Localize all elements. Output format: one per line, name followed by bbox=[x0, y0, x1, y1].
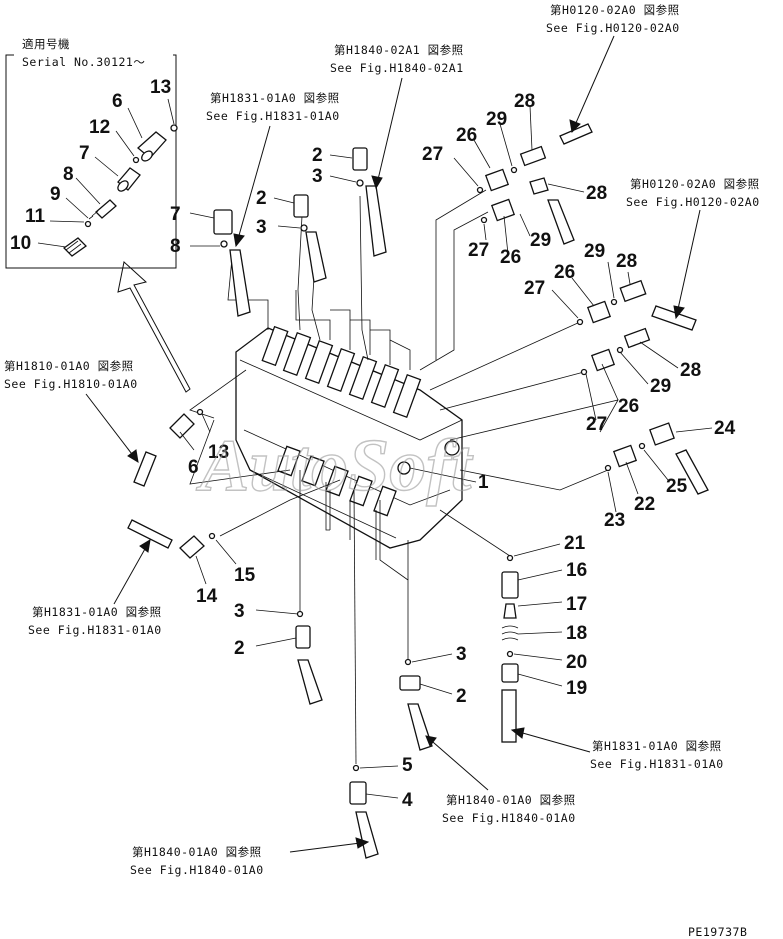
inset-oring-11 bbox=[84, 220, 92, 228]
reference-arrows bbox=[85, 35, 701, 853]
callout-26-b: 26 bbox=[500, 247, 521, 268]
callout-23: 23 bbox=[604, 510, 625, 531]
callout-18: 18 bbox=[566, 623, 587, 644]
callout-inset-7: 7 bbox=[79, 143, 90, 164]
callout-26-a: 26 bbox=[456, 125, 477, 146]
callout-25: 25 bbox=[666, 476, 688, 497]
watermark: AutoSoft bbox=[196, 425, 474, 507]
ref-h1831-01a0-top-jp: 第H1831-01A0 図参照 bbox=[210, 91, 340, 105]
callout-28-c: 28 bbox=[616, 251, 637, 272]
callout-29-a: 29 bbox=[486, 109, 507, 130]
inset-pointer-arrow bbox=[117, 261, 191, 393]
reference-labels: 第H1840-02A1 図参照 See Fig.H1840-02A1 第H183… bbox=[4, 3, 760, 877]
inset-part-7-fitting bbox=[117, 167, 141, 192]
callout-20: 20 bbox=[566, 652, 587, 673]
callout-inset-6: 6 bbox=[112, 91, 123, 112]
ref-h1840-01a0-mid-jp: 第H1840-01A0 図参照 bbox=[446, 793, 576, 807]
ref-h1831-01a0-top-en: See Fig.H1831-01A0 bbox=[206, 109, 340, 123]
callout-19: 19 bbox=[566, 678, 587, 699]
inset-title: 適用号機 bbox=[22, 37, 70, 51]
top-fitting-group-b bbox=[293, 194, 327, 283]
callout-inset-13: 13 bbox=[150, 77, 171, 98]
callout-3-b: 3 bbox=[256, 217, 267, 238]
callout-17: 17 bbox=[566, 594, 587, 615]
ref-h0120-02a0-top-jp: 第H0120-02A0 図参照 bbox=[550, 3, 680, 17]
callout-inset-11: 11 bbox=[25, 206, 46, 227]
callout-3-top: 3 bbox=[312, 166, 323, 187]
top-fitting-group-a bbox=[352, 147, 387, 257]
ref-h1810-01a0-en: See Fig.H1810-01A0 bbox=[4, 377, 138, 391]
callout-29-b: 29 bbox=[530, 230, 551, 251]
callout-27-d: 27 bbox=[586, 414, 607, 435]
callout-3-left: 3 bbox=[234, 601, 245, 622]
callout-6-main: 6 bbox=[188, 457, 199, 478]
callout-14: 14 bbox=[196, 586, 218, 607]
right-fittings bbox=[476, 123, 709, 495]
callout-2-top: 2 bbox=[312, 145, 323, 166]
callout-22: 22 bbox=[634, 494, 655, 515]
callout-27-b: 27 bbox=[468, 240, 489, 261]
callout-4: 4 bbox=[402, 790, 413, 811]
callout-28-b: 28 bbox=[586, 183, 607, 204]
inset-part-6-fitting bbox=[137, 131, 167, 162]
callout-numbers: 2 3 7 8 2 3 27 26 29 28 28 29 27 26 29 2… bbox=[170, 91, 736, 811]
callout-28-a: 28 bbox=[514, 91, 535, 112]
ref-h0120-02a0-right-en: See Fig.H0120-02A0 bbox=[626, 195, 760, 209]
callout-13-main: 13 bbox=[208, 442, 229, 463]
callout-5: 5 bbox=[402, 755, 413, 776]
inset-part-8-valve bbox=[88, 199, 117, 220]
main-control-valve bbox=[235, 325, 463, 549]
left-fittings bbox=[127, 408, 216, 559]
valve-side-port bbox=[444, 440, 460, 456]
callout-15: 15 bbox=[234, 565, 256, 586]
callout-3-mid: 3 bbox=[456, 644, 467, 665]
callout-2-b: 2 bbox=[256, 188, 267, 209]
bottom-fittings bbox=[295, 554, 519, 859]
ref-h1840-01a0-mid-en: See Fig.H1840-01A0 bbox=[442, 811, 576, 825]
callout-21: 21 bbox=[564, 533, 586, 554]
inset-part-10-plug bbox=[62, 237, 88, 257]
ref-h0120-02a0-top-en: See Fig.H0120-02A0 bbox=[546, 21, 680, 35]
callout-1: 1 bbox=[478, 472, 489, 493]
ref-h1840-01a0-bottom-jp: 第H1840-01A0 図参照 bbox=[132, 845, 262, 859]
ref-h1810-01a0-jp: 第H1810-01A0 図参照 bbox=[4, 359, 134, 373]
callout-27-c: 27 bbox=[524, 278, 545, 299]
callout-29-c: 29 bbox=[584, 241, 605, 262]
callout-leaders bbox=[179, 105, 713, 799]
ref-h1840-02a1-en: See Fig.H1840-02A1 bbox=[330, 61, 464, 75]
ref-h1831-01a0-right-jp: 第H1831-01A0 図参照 bbox=[592, 739, 722, 753]
callout-inset-10: 10 bbox=[10, 233, 31, 254]
callout-16: 16 bbox=[566, 560, 587, 581]
ref-h1840-01a0-bottom-en: See Fig.H1840-01A0 bbox=[130, 863, 264, 877]
callout-inset-12: 12 bbox=[89, 117, 110, 138]
callout-26-c: 26 bbox=[554, 262, 575, 283]
callout-2-mid: 2 bbox=[456, 686, 467, 707]
callout-24: 24 bbox=[714, 418, 736, 439]
callout-26-d: 26 bbox=[618, 396, 639, 417]
callout-2-left: 2 bbox=[234, 638, 245, 659]
callout-29-d: 29 bbox=[650, 376, 671, 397]
callout-8: 8 bbox=[170, 236, 181, 257]
ref-h1831-01a0-left-en: See Fig.H1831-01A0 bbox=[28, 623, 162, 637]
ref-h0120-02a0-right-jp: 第H0120-02A0 図参照 bbox=[630, 177, 760, 191]
inset-oring-13 bbox=[170, 124, 178, 132]
ref-h1831-01a0-left-jp: 第H1831-01A0 図参照 bbox=[32, 605, 162, 619]
callout-27-a: 27 bbox=[422, 144, 443, 165]
inset-serial: Serial No.30121～ bbox=[22, 55, 145, 69]
callout-inset-9: 9 bbox=[50, 184, 61, 205]
drawing-code: PE19737B bbox=[688, 925, 747, 939]
callout-inset-8: 8 bbox=[63, 164, 74, 185]
callout-28-d: 28 bbox=[680, 360, 701, 381]
top-fitting-group-c bbox=[213, 209, 251, 317]
valve-spool-caps-top bbox=[261, 325, 422, 419]
inset-oring-12 bbox=[132, 156, 140, 164]
callout-7: 7 bbox=[170, 204, 181, 225]
inset-serial-box: 適用号機 Serial No.30121～ bbox=[5, 37, 178, 269]
ref-h1831-01a0-right-en: See Fig.H1831-01A0 bbox=[590, 757, 724, 771]
ref-h1840-02a1-jp: 第H1840-02A1 図参照 bbox=[334, 43, 464, 57]
